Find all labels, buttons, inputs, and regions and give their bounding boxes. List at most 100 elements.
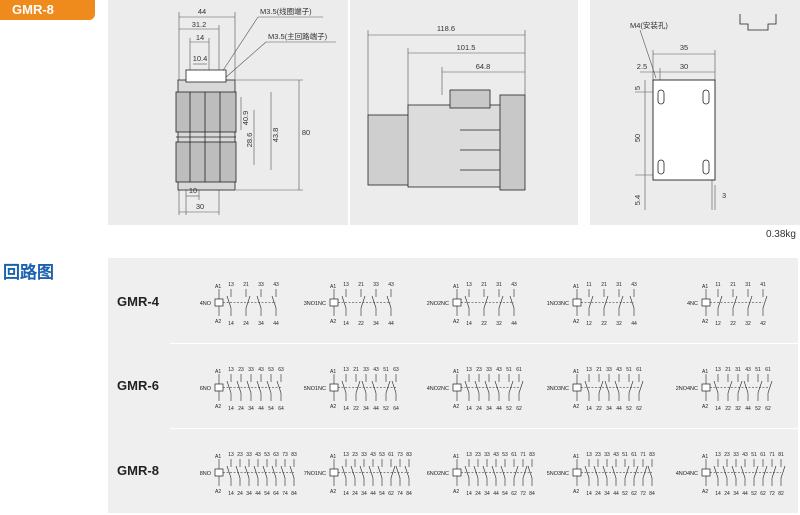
circuit-config-label: 4NO2NC	[427, 386, 449, 392]
no-contact-blade	[276, 380, 282, 394]
coil-a1-label: A1	[573, 454, 579, 460]
contact-top-terminal: 43	[388, 282, 394, 288]
coil-a1-label: A1	[573, 284, 579, 290]
contact-bottom-terminal: 52	[626, 406, 632, 412]
coil-symbol	[701, 383, 711, 392]
contact-bottom-terminal: 54	[268, 406, 274, 412]
no-contact-blade	[482, 465, 488, 479]
nc-contact-blade	[771, 465, 777, 479]
mount-view-panel: M4(安装孔) 35 2.5 30 5 50 5.4 3	[590, 0, 800, 225]
no-contact-blade	[386, 295, 392, 309]
circuit-config-label: 4NC	[687, 301, 698, 307]
circuit-config-label: 4NO	[200, 301, 212, 307]
row-divider	[170, 428, 798, 429]
contact-bottom-terminal: 52	[751, 491, 757, 497]
contact-top-terminal: 13	[466, 282, 472, 288]
contact-bottom-terminal: 14	[343, 491, 349, 497]
contact-top-terminal: 43	[616, 367, 622, 373]
coil-a1-label: A1	[330, 454, 336, 460]
circuit-config-label: 4NO4NC	[676, 471, 698, 477]
contact-bottom-terminal: 24	[237, 491, 243, 497]
contact-bottom-terminal: 84	[406, 491, 412, 497]
contact-top-terminal: 33	[258, 282, 264, 288]
coil-a1-label: A1	[215, 284, 221, 290]
coil-a1-label: A1	[702, 284, 708, 290]
nc-contact-blade	[732, 295, 738, 309]
contact-bottom-terminal: 34	[733, 491, 739, 497]
nc-contact-blade	[624, 465, 630, 479]
contact-bottom-terminal: 84	[649, 491, 655, 497]
contact-top-terminal: 31	[735, 367, 741, 373]
contact-bottom-terminal: 42	[760, 321, 766, 327]
coil-a2-label: A2	[702, 319, 708, 325]
coil-a1-label: A1	[330, 284, 336, 290]
front-view-panel: 44 31.2 14 10.4 40.9 28.6 43.8 80 10 30 …	[108, 0, 348, 225]
contact-top-terminal: 53	[268, 367, 274, 373]
nc-contact-blade	[355, 380, 361, 394]
mount-hole-label: M4(安装孔)	[630, 20, 668, 30]
contact-top-terminal: 61	[631, 452, 637, 458]
contact-top-terminal: 51	[626, 367, 632, 373]
nc-contact-blade	[747, 295, 753, 309]
no-contact-blade	[713, 465, 719, 479]
contact-bottom-terminal: 62	[631, 491, 637, 497]
contact-bottom-terminal: 64	[393, 406, 399, 412]
coil-symbol	[572, 383, 582, 392]
coil-a2-label: A2	[702, 404, 708, 410]
contact-top-terminal: 13	[715, 452, 721, 458]
contact-bottom-terminal: 44	[616, 406, 622, 412]
contact-bottom-terminal: 14	[228, 491, 234, 497]
contact-top-terminal: 63	[273, 452, 279, 458]
contact-bottom-terminal: 14	[466, 406, 472, 412]
contact-top-terminal: 51	[755, 367, 761, 373]
contact-top-terminal: 13	[466, 452, 472, 458]
no-contact-blade	[235, 465, 241, 479]
contact-bottom-terminal: 24	[476, 406, 482, 412]
dim-5-4: 5.4	[633, 195, 642, 205]
contact-bottom-terminal: 14	[466, 491, 472, 497]
contact-bottom-terminal: 34	[361, 491, 367, 497]
no-contact-blade	[371, 380, 377, 394]
no-contact-blade	[371, 295, 377, 309]
contact-top-terminal: 43	[631, 282, 637, 288]
nc-contact-blade	[762, 295, 768, 309]
contact-top-terminal: 53	[264, 452, 270, 458]
circuit-diagram-7no1nc: 7NO1NCA1A2131423243334434453546162737483…	[304, 452, 412, 497]
circuit-config-label: 1NO3NC	[547, 301, 569, 307]
no-contact-blade	[602, 465, 608, 479]
circuit-diagram-4no4nc: 4NO4NCA1A2131423243334434451526162717281…	[676, 452, 786, 497]
contact-bottom-terminal: 62	[516, 406, 522, 412]
contact-bottom-terminal: 24	[243, 321, 249, 327]
dim-30: 30	[196, 202, 204, 211]
coil-a1-label: A1	[330, 369, 336, 375]
contact-top-terminal: 41	[760, 282, 766, 288]
dim-14: 14	[196, 33, 204, 42]
nc-contact-blade	[633, 465, 639, 479]
coil-symbol	[329, 383, 339, 392]
dim-5: 5	[633, 86, 642, 90]
dim-3: 3	[722, 191, 726, 200]
no-contact-blade	[743, 380, 749, 394]
contact-bottom-terminal: 14	[586, 406, 592, 412]
din-rail-icon	[739, 14, 777, 31]
contact-top-terminal: 13	[715, 367, 721, 373]
contact-top-terminal: 43	[745, 367, 751, 373]
no-contact-blade	[256, 295, 262, 309]
contact-top-terminal: 13	[228, 282, 234, 288]
contact-top-terminal: 13	[228, 452, 234, 458]
no-contact-blade	[359, 465, 365, 479]
contact-bottom-terminal: 72	[769, 491, 775, 497]
coil-a2-label: A2	[453, 404, 459, 410]
contact-top-terminal: 21	[243, 282, 249, 288]
contact-top-terminal: 13	[466, 367, 472, 373]
contact-top-terminal: 23	[595, 452, 601, 458]
no-contact-blade	[404, 465, 410, 479]
contact-top-terminal: 33	[733, 452, 739, 458]
contact-bottom-terminal: 62	[511, 491, 517, 497]
contact-bottom-terminal: 54	[502, 491, 508, 497]
